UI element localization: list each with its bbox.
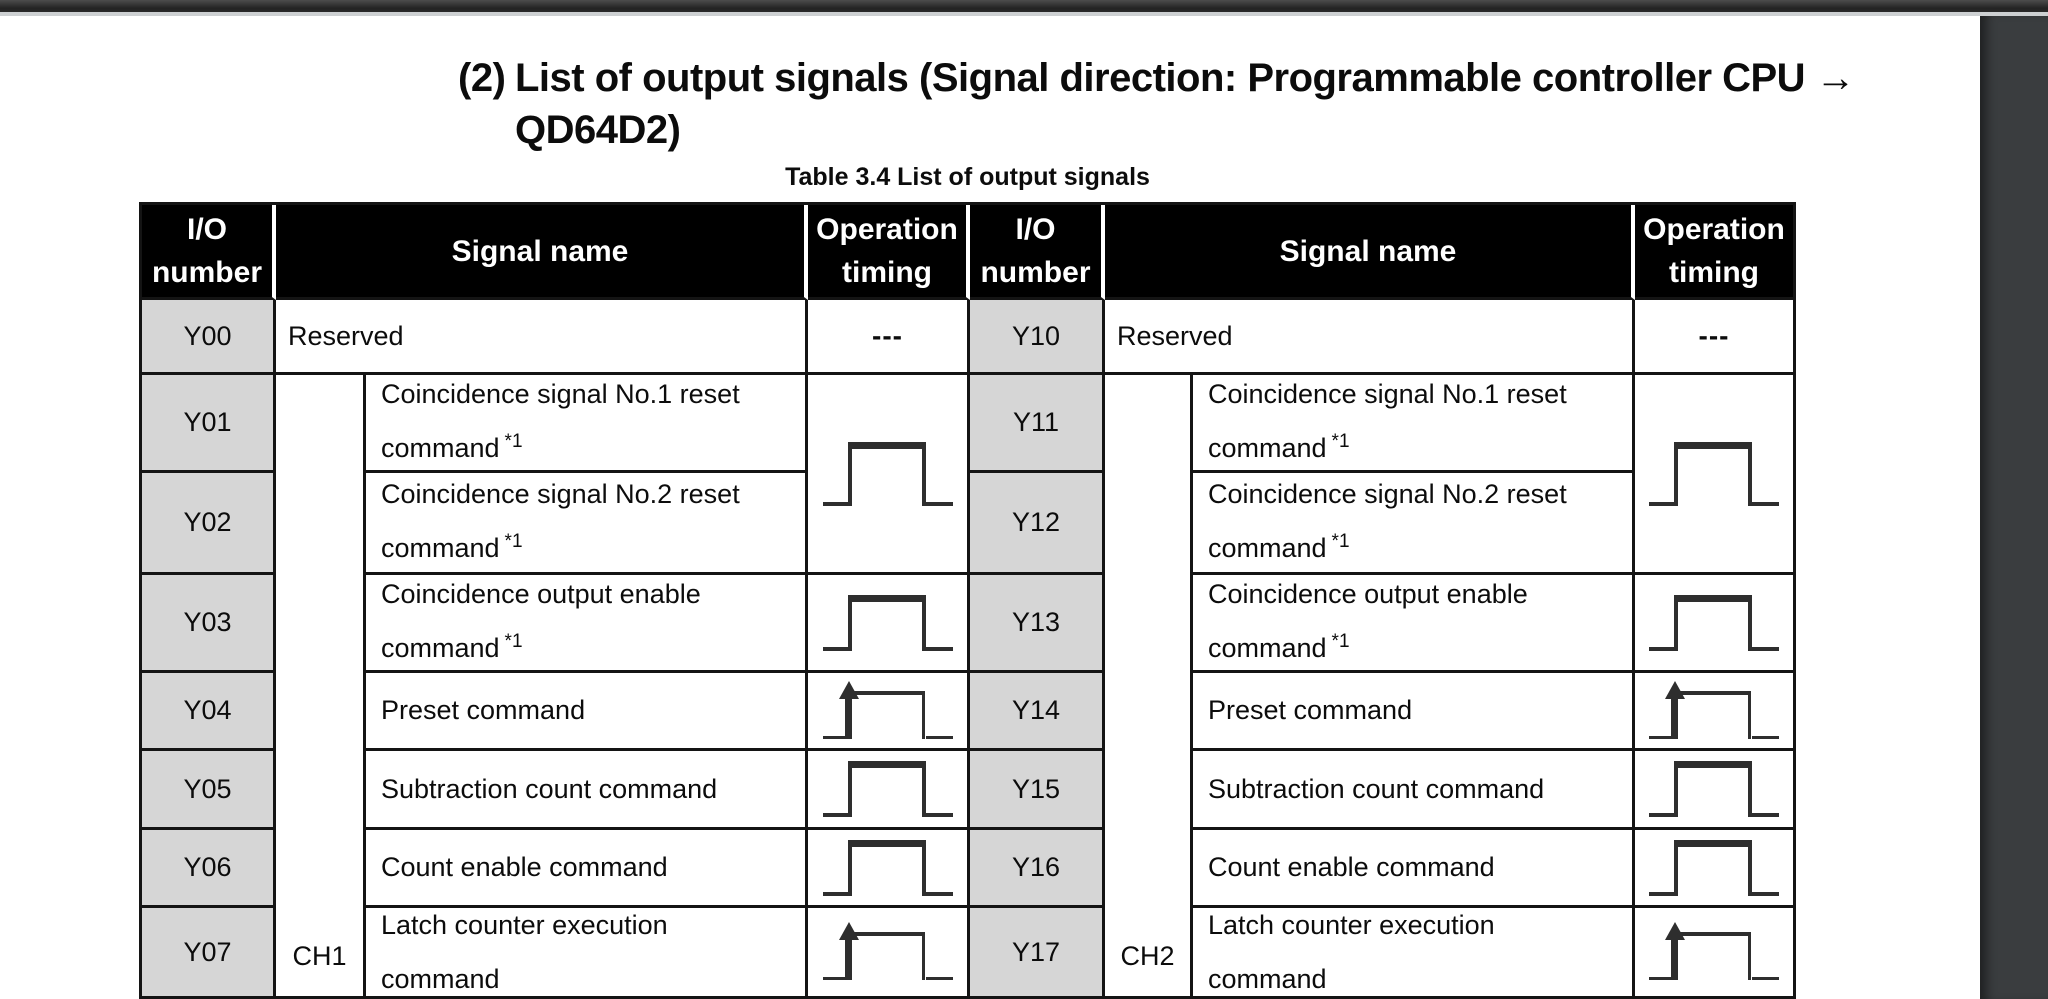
no-timing-dashes: ---	[872, 320, 903, 351]
page-top-edge	[0, 12, 2048, 16]
io-cell-y00: Y00	[142, 300, 276, 375]
io-cell-y16: Y16	[970, 830, 1105, 908]
footnote-marker: *1	[504, 530, 523, 552]
io-cell-y02: Y02	[142, 473, 276, 575]
io-cell-y13: Y13	[970, 575, 1105, 673]
pulse-waveform-icon	[822, 761, 953, 817]
section-heading-line2: QD64D2)	[515, 108, 681, 152]
timing-cell-y03	[808, 575, 970, 673]
pulse-waveform-icon	[822, 594, 953, 651]
timing-cell-y10: ---	[1635, 300, 1796, 375]
section-heading-text: List of output signals (Signal direction…	[515, 52, 1856, 156]
timing-cell-y00: ---	[808, 300, 970, 375]
signal-cell-y00: Reserved	[276, 300, 808, 375]
no-timing-dashes: ---	[1698, 320, 1730, 351]
signal-cell-y02: Coincidence signal No.2 reset command*1	[366, 473, 808, 575]
signal-cell-y12: Coincidence signal No.2 reset command*1	[1193, 473, 1635, 575]
signal-cell-y01: Coincidence signal No.1 reset command*1	[366, 375, 808, 473]
timing-cell-y15	[1635, 751, 1796, 830]
rising-edge-pulse-waveform-icon	[822, 680, 953, 739]
footnote-marker: *1	[504, 430, 523, 452]
viewer-right-gutter	[1980, 16, 2048, 999]
header-operation-timing-left: Operation timing	[808, 205, 970, 300]
footnote-marker: *1	[1331, 530, 1350, 552]
timing-cell-y07	[808, 908, 970, 999]
signal-cell-y10: Reserved	[1105, 300, 1635, 375]
document-page: (2) List of output signals (Signal direc…	[0, 16, 1980, 999]
io-cell-y06: Y06	[142, 830, 276, 908]
timing-cell-y06	[808, 830, 970, 908]
rising-edge-pulse-waveform-icon	[1649, 922, 1779, 980]
pulse-waveform-icon	[822, 839, 953, 896]
window-top-bar	[0, 0, 2048, 12]
pulse-waveform-icon	[1649, 441, 1779, 506]
signal-cell-y14: Preset command	[1193, 673, 1635, 751]
output-signals-table: I/O number Signal name Operation timing …	[139, 202, 1796, 999]
timing-cell-y13	[1635, 575, 1796, 673]
io-cell-y01: Y01	[142, 375, 276, 473]
io-cell-y15: Y15	[970, 751, 1105, 830]
signal-cell-y15: Subtraction count command	[1193, 751, 1635, 830]
timing-cell-y04	[808, 673, 970, 751]
timing-cell-y14	[1635, 673, 1796, 751]
pulse-waveform-icon	[1649, 839, 1779, 896]
timing-cell-y17	[1635, 908, 1796, 999]
pulse-waveform-icon	[1649, 594, 1779, 651]
header-io-number-right: I/O number	[970, 205, 1105, 300]
header-io-number-left: I/O number	[142, 205, 276, 300]
io-cell-y04: Y04	[142, 673, 276, 751]
header-operation-timing-right: Operation timing	[1635, 205, 1796, 300]
io-cell-y17: Y17	[970, 908, 1105, 999]
io-cell-y10: Y10	[970, 300, 1105, 375]
table-caption: Table 3.4 List of output signals	[785, 163, 1150, 191]
footnote-marker: *1	[1331, 430, 1350, 452]
timing-cell-y11-y12	[1635, 375, 1796, 575]
timing-cell-y01-y02	[808, 375, 970, 575]
header-signal-name-right: Signal name	[1105, 205, 1635, 300]
io-cell-y03: Y03	[142, 575, 276, 673]
io-cell-y14: Y14	[970, 673, 1105, 751]
signal-cell-y13: Coincidence output enable command*1	[1193, 575, 1635, 673]
timing-cell-y16	[1635, 830, 1796, 908]
timing-cell-y05	[808, 751, 970, 830]
signal-cell-y17: Latch counter execution command	[1193, 908, 1635, 999]
footnote-marker: *1	[504, 630, 523, 652]
signal-cell-y11: Coincidence signal No.1 reset command*1	[1193, 375, 1635, 473]
channel-cell-ch1: CH1	[276, 375, 366, 999]
io-cell-y11: Y11	[970, 375, 1105, 473]
signal-cell-y06: Count enable command	[366, 830, 808, 908]
header-signal-name-left: Signal name	[276, 205, 808, 300]
footnote-marker: *1	[1331, 630, 1350, 652]
io-cell-y05: Y05	[142, 751, 276, 830]
rising-edge-pulse-waveform-icon	[1649, 680, 1779, 739]
io-cell-y07: Y07	[142, 908, 276, 999]
signal-cell-y05: Subtraction count command	[366, 751, 808, 830]
signal-cell-y07: Latch counter execution command	[366, 908, 808, 999]
rising-edge-pulse-waveform-icon	[822, 922, 953, 980]
pulse-waveform-icon	[822, 441, 953, 506]
signal-cell-y16: Count enable command	[1193, 830, 1635, 908]
channel-cell-ch2: CH2	[1105, 375, 1193, 999]
pulse-waveform-icon	[1649, 761, 1779, 817]
section-heading: (2) List of output signals (Signal direc…	[458, 52, 1856, 156]
section-number: (2)	[458, 56, 506, 100]
io-cell-y12: Y12	[970, 473, 1105, 575]
section-heading-line1: List of output signals (Signal direction…	[515, 56, 1856, 100]
signal-cell-y03: Coincidence output enable command*1	[366, 575, 808, 673]
signal-cell-y04: Preset command	[366, 673, 808, 751]
